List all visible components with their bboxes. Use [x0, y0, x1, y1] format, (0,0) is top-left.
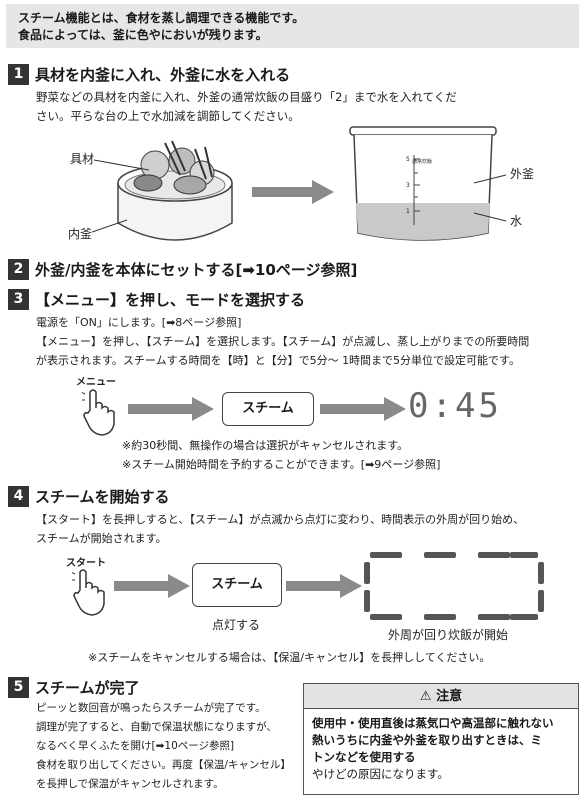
label-ingredients: 具材	[70, 152, 95, 166]
right-arrow-icon	[114, 574, 190, 598]
right-arrow-icon	[252, 180, 334, 204]
step-5-line-2: 調理が完了すると、自動で保温状態になりますが、	[36, 721, 277, 733]
scale-mark-5: 5	[406, 156, 410, 163]
caution-line-3: トンなどを使用する	[312, 750, 416, 764]
step-4-heading: 4 スチームを開始する	[8, 486, 170, 507]
scale-mark-1: 1	[406, 208, 410, 215]
step-5-line-3: なるべく早くふたを開け[➡10ページ参照]	[36, 740, 235, 752]
step-3-note-1: ※約30秒間、無操作の場合は選択がキャンセルされます。	[122, 439, 409, 452]
step-3-heading: 3 【メニュー】を押し、モードを選択する	[8, 289, 305, 310]
menu-button-label: メニュー	[76, 377, 116, 388]
step-1-text: 野菜などの具材を内釜に入れ、外釜の通常炊飯の目盛り「2」まで水を入れてくだ さい…	[36, 88, 576, 126]
caution-box: ⚠ 注意 使用中・使用直後は蒸気口や高温部に触れない 熱いうちに内釜や外釜を取り…	[303, 683, 579, 795]
step-3-text-line-2: 【メニュー】を押し、【スチーム】を選択します。【スチーム】が点滅し、蒸し上がりま…	[36, 335, 530, 348]
time-display: 0:45	[408, 386, 502, 426]
step-3-number: 3	[8, 289, 29, 310]
label-outer-pot: 外釜	[510, 167, 535, 181]
step-3-text: 電源を「ON」にします。[➡8ページ参照] 【メニュー】を押し、【スチーム】を選…	[36, 313, 581, 370]
step-1-heading: 1 具材を内釜に入れ、外釜に水を入れる	[8, 64, 290, 85]
scale-mark-3: 3	[406, 182, 410, 189]
step-5-text: ピーッと数回音が鳴ったらスチームが完了です。 調理が完了すると、自動で保温状態に…	[36, 699, 300, 794]
leader-outer-water	[473, 174, 507, 222]
step-3-text-line-1: 電源を「ON」にします。[➡8ページ参照]	[36, 316, 242, 329]
step-5-line-1: ピーッと数回音が鳴ったらスチームが完了です。	[36, 702, 266, 714]
caution-header: ⚠ 注意	[304, 684, 578, 709]
start-button-label: スタート	[66, 558, 106, 569]
step-1-text-line-1: 野菜などの具材を内釜に入れ、外釜の通常炊飯の目盛り「2」まで水を入れてくだ	[36, 90, 457, 104]
step-4-text-line-1: 【スタート】を長押しすると、【スチーム】が点滅から点灯に変わり、時間表示の外周が…	[36, 513, 525, 526]
caution-line-4: やけどの原因になります。	[312, 767, 449, 781]
caution-body: 使用中・使用直後は蒸気口や高温部に触れない 熱いうちに内釜や外釜を取り出すときは…	[304, 709, 578, 789]
caution-line-1: 使用中・使用直後は蒸気口や高温部に触れない	[312, 716, 554, 730]
right-arrow-icon	[320, 397, 406, 421]
rotating-ring-display	[364, 552, 544, 620]
steam-mode-display-lit: スチーム	[192, 563, 282, 607]
step-2-title: 外釜/内釜を本体にセットする[➡10ページ参照]	[35, 261, 358, 279]
scale-title: 通常炊飯	[412, 159, 433, 165]
outer-pot-illustration	[349, 126, 497, 241]
inner-pot-illustration	[117, 140, 233, 241]
intro-banner: スチーム機能とは、食材を蒸し調理できる機能です。 食品によっては、釜に色やにおい…	[6, 4, 579, 48]
step-2-heading: 2 外釜/内釜を本体にセットする[➡10ページ参照]	[8, 259, 357, 280]
step-4-text-line-2: スチームが開始されます。	[36, 532, 167, 545]
hand-press-icon	[72, 569, 105, 616]
step-5-heading: 5 スチームが完了	[8, 677, 140, 698]
label-water: 水	[510, 214, 523, 228]
leader-ingredients	[94, 159, 150, 171]
lit-label: 点灯する	[212, 618, 261, 632]
step-4-number: 4	[8, 486, 29, 507]
step-4-title: スチームを開始する	[35, 488, 170, 506]
label-inner-pot: 内釜	[68, 227, 93, 241]
steam-mode-display: スチーム	[222, 392, 314, 426]
step-5-title: スチームが完了	[35, 679, 140, 697]
caution-line-2: 熱いうちに内釜や外釜を取り出すときは、ミ	[312, 733, 542, 747]
hand-press-icon	[82, 389, 115, 436]
ring-label: 外周が回り炊飯が開始	[388, 628, 509, 642]
step-5-line-5: を長押しで保温がキャンセルされます。	[36, 778, 224, 790]
leader-inner-pot	[92, 219, 128, 233]
cancel-note: ※スチームをキャンセルする場合は、【保温/キャンセル】を長押ししてください。	[88, 651, 491, 664]
step-3-note-2: ※スチーム開始時間を予約することができます。[➡9ページ参照]	[122, 458, 441, 471]
warning-icon: ⚠	[419, 689, 432, 704]
step-3-title: 【メニュー】を押し、モードを選択する	[35, 291, 306, 309]
step-3-notes: ※約30秒間、無操作の場合は選択がキャンセルされます。 ※スチーム開始時間を予約…	[122, 436, 440, 474]
right-arrow-icon	[286, 574, 362, 598]
intro-line-1: スチーム機能とは、食材を蒸し調理できる機能です。	[18, 11, 305, 25]
step-2-number: 2	[8, 259, 29, 280]
right-arrow-icon	[128, 397, 214, 421]
caution-title: 注意	[436, 689, 463, 704]
step-1-text-line-2: さい。平らな台の上で水加減を調節してください。	[36, 109, 300, 123]
step-5-line-4: 食材を取り出してください。再度【保温/キャンセル】	[36, 759, 291, 771]
step-4-text: 【スタート】を長押しすると、【スチーム】が点滅から点灯に変わり、時間表示の外周が…	[36, 510, 581, 548]
step-1-number: 1	[8, 64, 29, 85]
step-5-number: 5	[8, 677, 29, 698]
step-3-text-line-3: が表示されます。スチームする時間を【時】と【分】で5分～ 1時間まで5分単位で設…	[36, 354, 520, 367]
intro-line-2: 食品によっては、釜に色やにおいが残ります。	[18, 28, 268, 42]
step-1-title: 具材を内釜に入れ、外釜に水を入れる	[35, 66, 291, 84]
